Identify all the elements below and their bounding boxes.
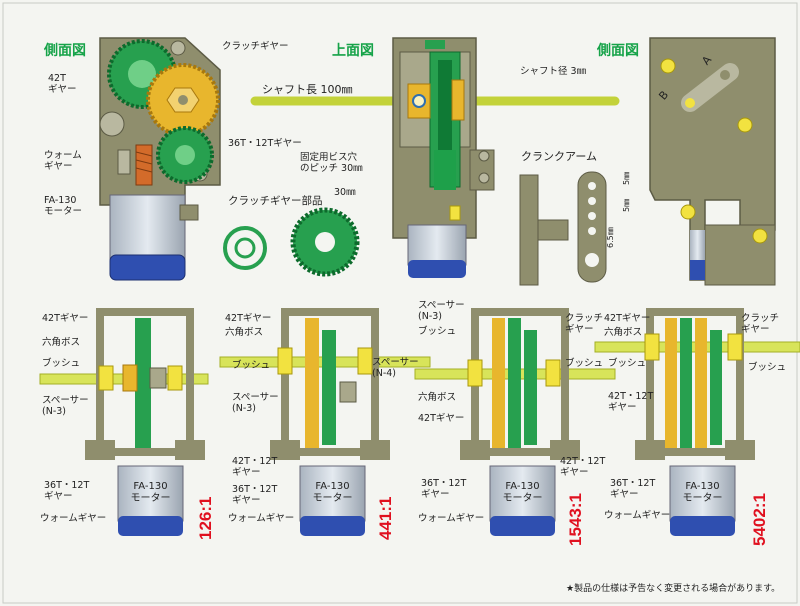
d2-label-worm: ウォームギヤー — [228, 513, 295, 524]
d2-label-spacer-n3: スペーサー (N-3) — [232, 392, 279, 414]
d4-motor-label: FA-130 モーター — [682, 481, 723, 504]
ratio-441: 441:1 — [376, 496, 395, 540]
d2-motor-label: FA-130 モーター — [312, 481, 353, 504]
label-36t-12t-gear: 36T・12Tギヤー — [228, 138, 302, 149]
ratio-5402: 5402:1 — [750, 493, 769, 546]
d4-label-42t-gear: 42Tギヤー — [604, 313, 651, 324]
d2-label-bush: ブッシュ — [232, 360, 271, 371]
top-view — [250, 37, 620, 278]
d1-label-spacer: スペーサー (N-3) — [42, 395, 89, 417]
label-42t-gear: 42T ギヤー — [48, 73, 77, 95]
d1-motor-label: FA-130 モーター — [130, 481, 171, 504]
label-dim-5a: 5㎜ — [622, 171, 631, 185]
d4-label-bush: ブッシュ — [608, 358, 647, 369]
footnote: ★製品の仕様は予告なく変更される場合があります。 — [566, 584, 781, 594]
ratio-1543: 1543:1 — [566, 493, 585, 546]
drive-1543 — [460, 308, 580, 536]
d3-label-worm: ウォームギヤー — [418, 513, 485, 524]
label-clutch-parts: クラッチギヤー部品 — [228, 195, 323, 207]
label-worm-gear: ウォーム ギヤー — [44, 150, 82, 172]
label-dim-6-5: 6.5㎜ — [606, 227, 615, 248]
label-dim-5b: 5㎜ — [622, 198, 631, 212]
d3-label-bush2: ブッシュ — [565, 358, 604, 369]
drive-5402 — [635, 308, 755, 536]
d4-label-worm: ウォームギヤー — [604, 510, 671, 521]
d4-label-42t-12t: 42T・12T ギヤー — [608, 391, 654, 413]
d2-label-spacer-n4: スペーサー (N-4) — [372, 357, 419, 379]
header-side-left: 側面図 — [44, 43, 86, 59]
d3-label-42t-gear: 42Tギヤー — [418, 413, 465, 424]
worm-gear-side — [135, 144, 153, 186]
motor-side — [109, 194, 199, 281]
header-top: 上面図 — [332, 43, 374, 59]
label-motor: FA-130 モーター — [44, 195, 83, 217]
d2-label-42t-12t: 42T・12T ギヤー — [232, 456, 278, 478]
label-screw-hole-pitch: 固定用ビス穴 のピッチ 30㎜ — [300, 152, 363, 174]
d3-label-36t-12t: 36T・12T ギヤー — [421, 478, 467, 500]
d3-label-clutch: クラッチ ギヤー — [565, 313, 604, 335]
d4-label-clutch: クラッチ ギヤー — [741, 313, 780, 335]
side-view-left — [99, 37, 221, 281]
label-dim-30: 30㎜ — [334, 187, 356, 198]
d3-label-bush: ブッシュ — [418, 326, 457, 337]
d3-label-42t-12t: 42T・12T ギヤー — [560, 456, 606, 478]
d4-label-36t-12t: 36T・12T ギヤー — [610, 478, 656, 500]
d2-label-hex-boss: 六角ボス — [225, 327, 264, 338]
drive-126 — [85, 308, 205, 536]
d2-label-42t-gear: 42Tギヤー — [225, 313, 272, 324]
clutch-parts — [223, 207, 360, 277]
d1-label-bush: ブッシュ — [42, 358, 81, 369]
d1-label-42t-gear: 42Tギヤー — [42, 313, 89, 324]
drive-441 — [270, 308, 390, 536]
label-crank-arm: クランクアーム — [521, 150, 598, 163]
d1-label-36t-12t: 36T・12T ギヤー — [44, 480, 90, 502]
d3-motor-label: FA-130 モーター — [502, 481, 543, 504]
yellow-clutch-gear-side — [146, 63, 220, 137]
d4-label-hex-boss: 六角ボス — [604, 327, 643, 338]
header-side-right: 側面図 — [597, 43, 639, 59]
label-clutch-gear: クラッチギヤー — [222, 41, 289, 52]
d1-label-hex-boss: 六角ボス — [42, 337, 81, 348]
ratio-126: 126:1 — [196, 496, 215, 540]
d3-label-hex-boss: 六角ボス — [418, 392, 457, 403]
side-view-right — [649, 37, 776, 286]
label-shaft-length: シャフト長 100㎜ — [262, 83, 353, 96]
green-gear-36t-side — [156, 126, 214, 184]
crank-arm — [519, 171, 607, 286]
d3-label-spacer: スペーサー (N-3) — [418, 300, 465, 322]
d1-label-worm: ウォームギヤー — [40, 513, 107, 524]
label-shaft-diameter: シャフト径 3㎜ — [520, 66, 587, 77]
d2-label-36t-12t: 36T・12T ギヤー — [232, 484, 278, 506]
d4-label-bush2: ブッシュ — [748, 362, 787, 373]
